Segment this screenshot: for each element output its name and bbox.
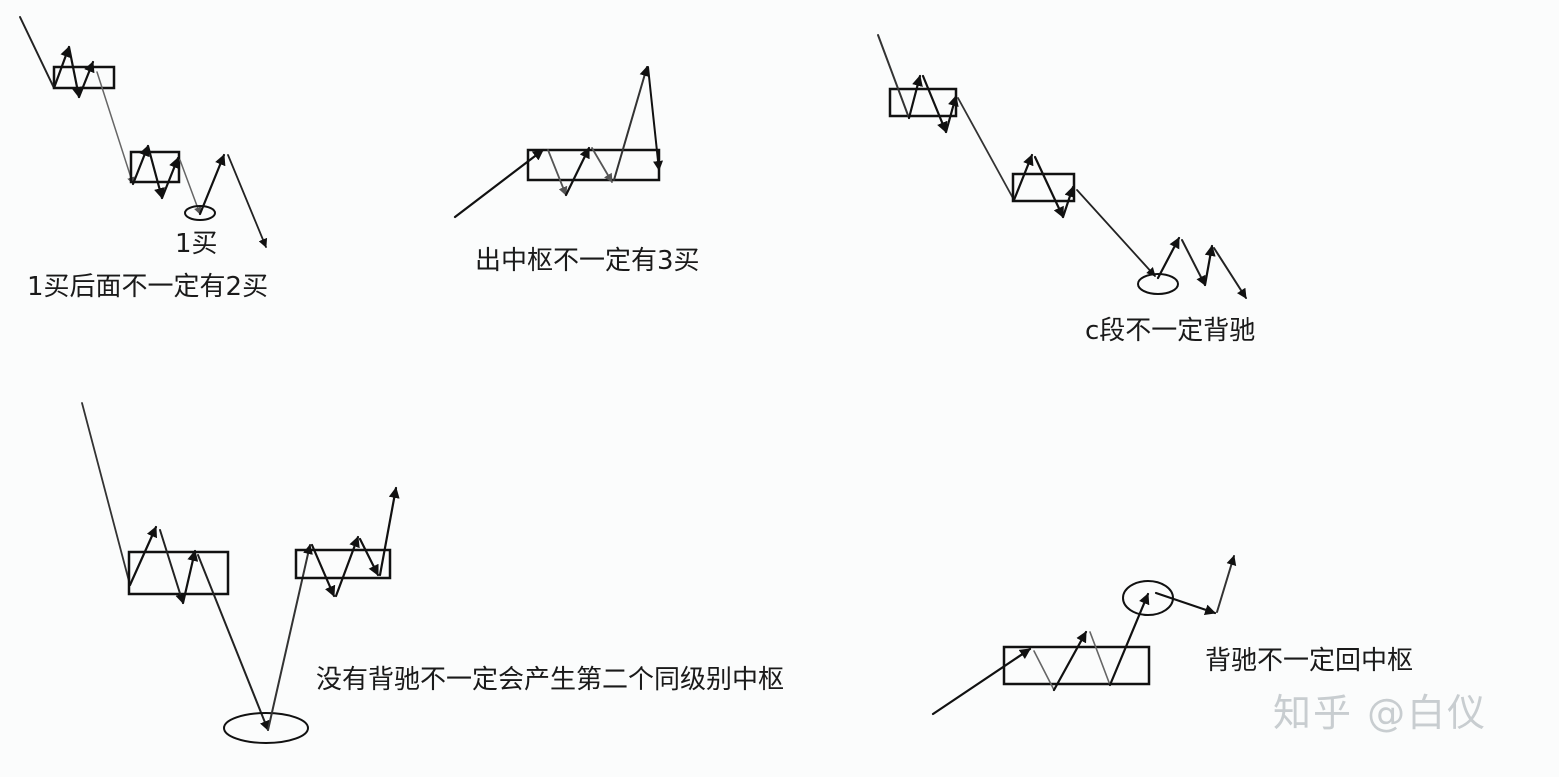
panel-2-caption: 出中枢不一定有3买 <box>475 246 700 276</box>
low-point-circle <box>1137 273 1179 295</box>
low-point-circle <box>223 712 309 744</box>
panel-1-caption: 1买后面不一定有2买 <box>27 272 269 302</box>
divergence-circle <box>1122 580 1174 616</box>
panel-5-diagram <box>931 555 1237 716</box>
panel-3-diagram <box>877 34 1247 299</box>
panel-4-diagram <box>81 402 400 744</box>
panel-5-caption: 背驰不一定回中枢 <box>1205 646 1414 676</box>
buy-point-circle <box>184 205 216 221</box>
panel-1-buy-label: 1买 <box>175 229 218 259</box>
pivot-box <box>129 150 181 184</box>
panel-1-diagram <box>19 16 268 248</box>
pivot-box <box>526 148 661 182</box>
pivot-box <box>294 548 392 580</box>
watermark: 知乎 @白仪 <box>1273 691 1488 735</box>
trend-line <box>19 16 55 89</box>
panel-2-diagram <box>453 66 664 219</box>
panel-4-caption: 没有背驰不一定会产生第二个同级别中枢 <box>316 665 785 695</box>
panel-3-caption: c段不一定背驰 <box>1085 316 1256 346</box>
pivot-box <box>52 65 116 90</box>
